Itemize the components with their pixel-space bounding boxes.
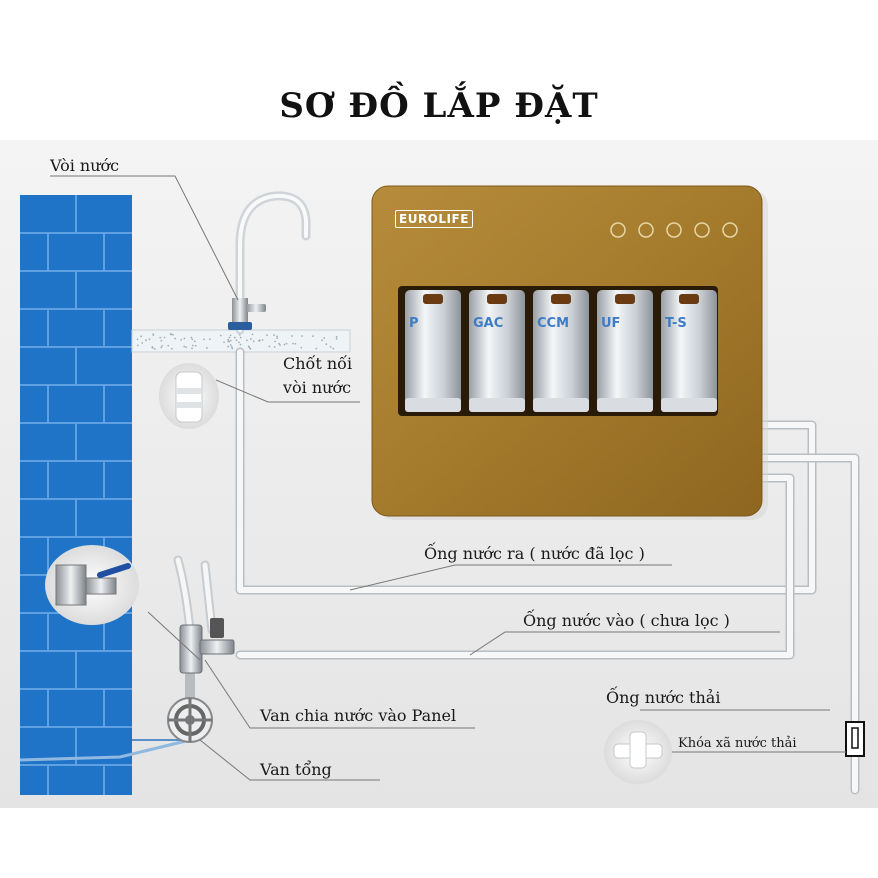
control-button-5	[722, 222, 738, 238]
cartridge-label: CCM	[537, 316, 570, 331]
filter-cartridge	[597, 290, 653, 412]
cartridge-label: UF	[601, 316, 621, 331]
filter-cartridge	[405, 290, 461, 412]
floor-line	[19, 738, 191, 762]
label-main-valve: Van tổng	[260, 760, 332, 779]
control-buttons	[610, 222, 738, 238]
label-split-valve: Van chia nước vào Panel	[260, 706, 457, 725]
page-title: SƠ ĐỒ LẮP ĐẶT	[279, 86, 599, 126]
main-valve-icon	[167, 697, 213, 743]
cartridge-label: GAC	[473, 316, 504, 331]
control-button-1	[610, 222, 626, 238]
label-faucet-connector-2: vòi nước	[283, 378, 352, 397]
split-valve-icon	[179, 618, 235, 674]
label-inlet-pipe: Ống nước vào ( chưa lọc )	[523, 611, 730, 630]
valve-closeup	[45, 545, 139, 625]
cartridge-label: T-S	[665, 316, 687, 331]
label-faucet-connector-1: Chốt nối	[283, 354, 353, 373]
filter-cartridge	[533, 290, 589, 412]
waste-valve-marker-inner	[851, 727, 859, 749]
label-waste-valve: Khóa xã nước thải	[678, 736, 797, 751]
brand-logo: EUROLIFE	[395, 210, 473, 228]
cartridge-label: P	[409, 316, 419, 331]
control-button-2	[638, 222, 654, 238]
filter-cartridge	[661, 290, 717, 412]
control-button-3	[666, 222, 682, 238]
filter-panel	[371, 185, 768, 520]
label-outlet-pipe: Ống nước ra ( nước đã lọc )	[424, 544, 645, 563]
waste-valve-marker	[845, 721, 865, 757]
waste-valve-closeup	[604, 720, 672, 784]
label-waste-pipe: Ống nước thải	[606, 688, 721, 707]
label-faucet: Vòi nước	[50, 156, 120, 175]
faucet-icon	[228, 191, 311, 335]
brick-wall	[20, 195, 132, 795]
pipes	[235, 347, 860, 795]
leader-lines	[50, 175, 846, 781]
control-button-4	[694, 222, 710, 238]
faucet-connector-closeup	[159, 363, 219, 429]
filter-cartridge	[469, 290, 525, 412]
